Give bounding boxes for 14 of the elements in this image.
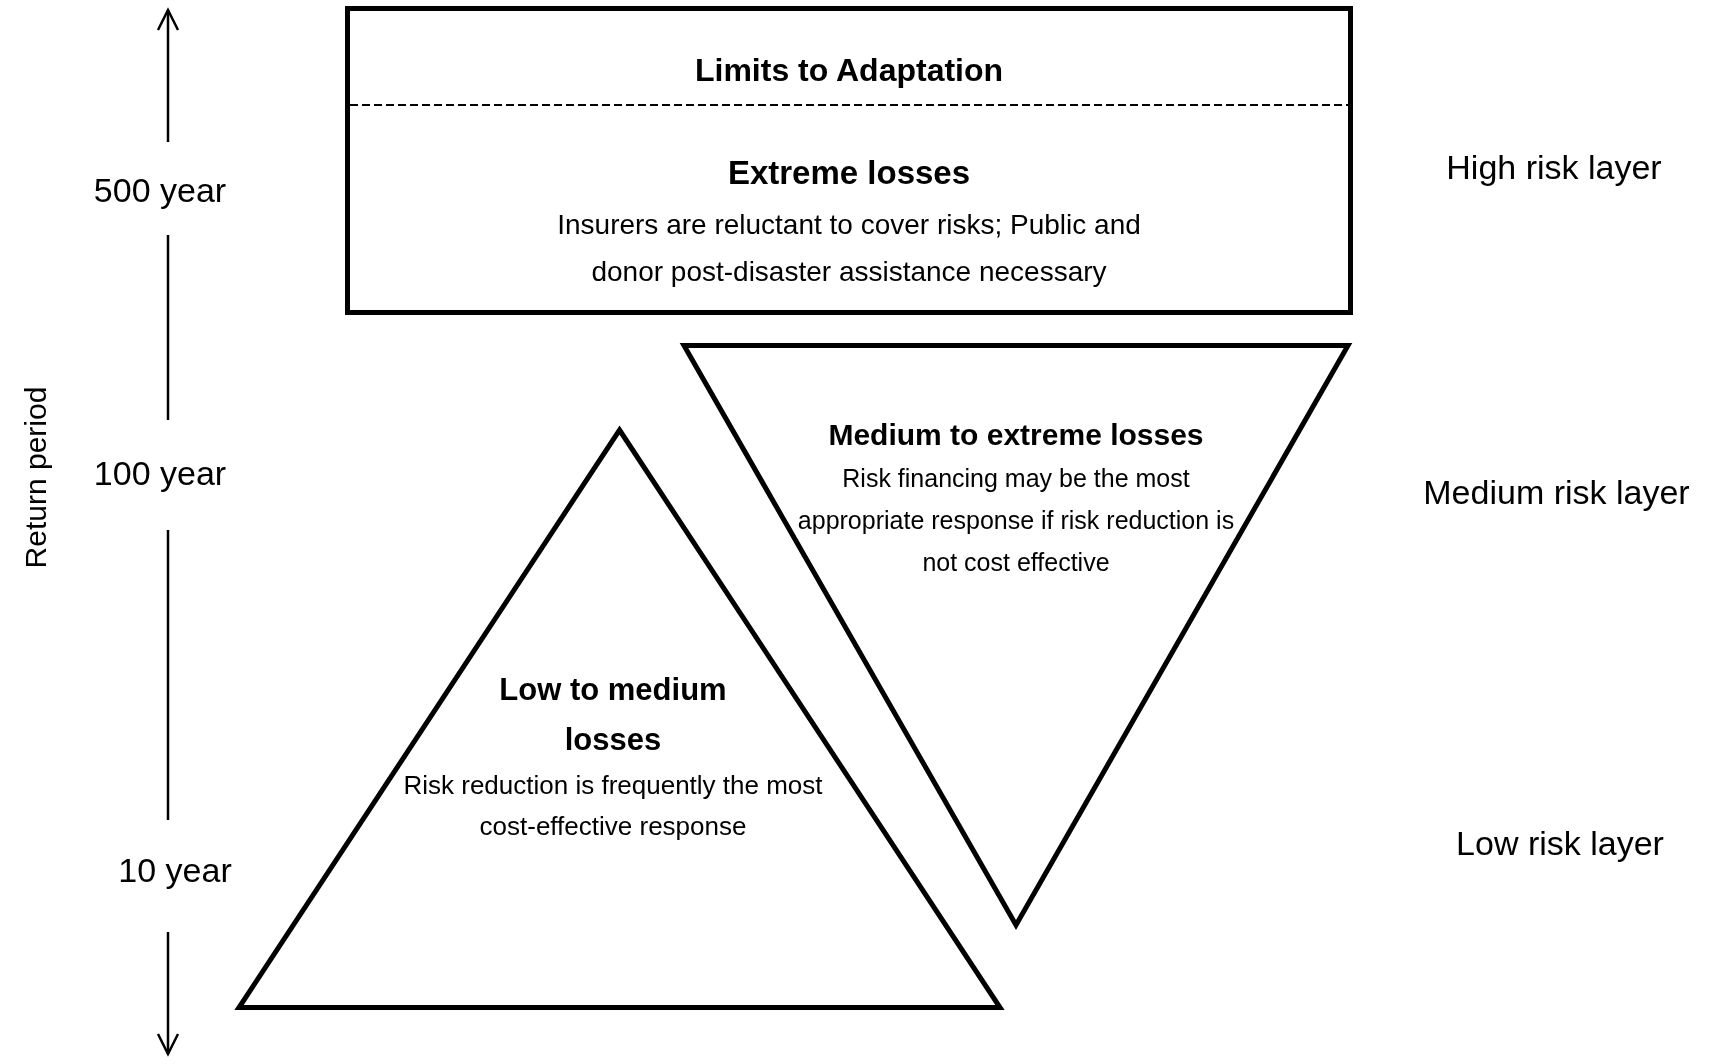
risk-layer-label: Medium risk layer — [1423, 472, 1690, 513]
triangle-description: Risk financing may be the most appropriate response if risk reduction is not cost effective — [796, 463, 1236, 578]
risk-layer-label: Low risk layer — [1456, 823, 1664, 864]
triangle-heading: Medium to extreme losses — [828, 417, 1204, 453]
risk-layer-label: High risk layer — [1446, 147, 1662, 188]
box-heading: Limits to Adaptation — [694, 51, 1004, 90]
box-heading: Extreme losses — [727, 153, 971, 193]
triangle-heading: Low to medium losses — [498, 671, 728, 759]
return-period-label: 10 year — [118, 850, 232, 891]
return-period-label: 100 year — [93, 453, 227, 494]
return-period-label: 500 year — [93, 170, 227, 211]
box-description: Insurers are reluctant to cover risks; Public and donor post-disaster assistance necessary — [556, 208, 1142, 289]
triangle-description: Risk reduction is frequently the most cost-effective response — [403, 769, 823, 843]
axis-title: Return period — [17, 386, 53, 569]
